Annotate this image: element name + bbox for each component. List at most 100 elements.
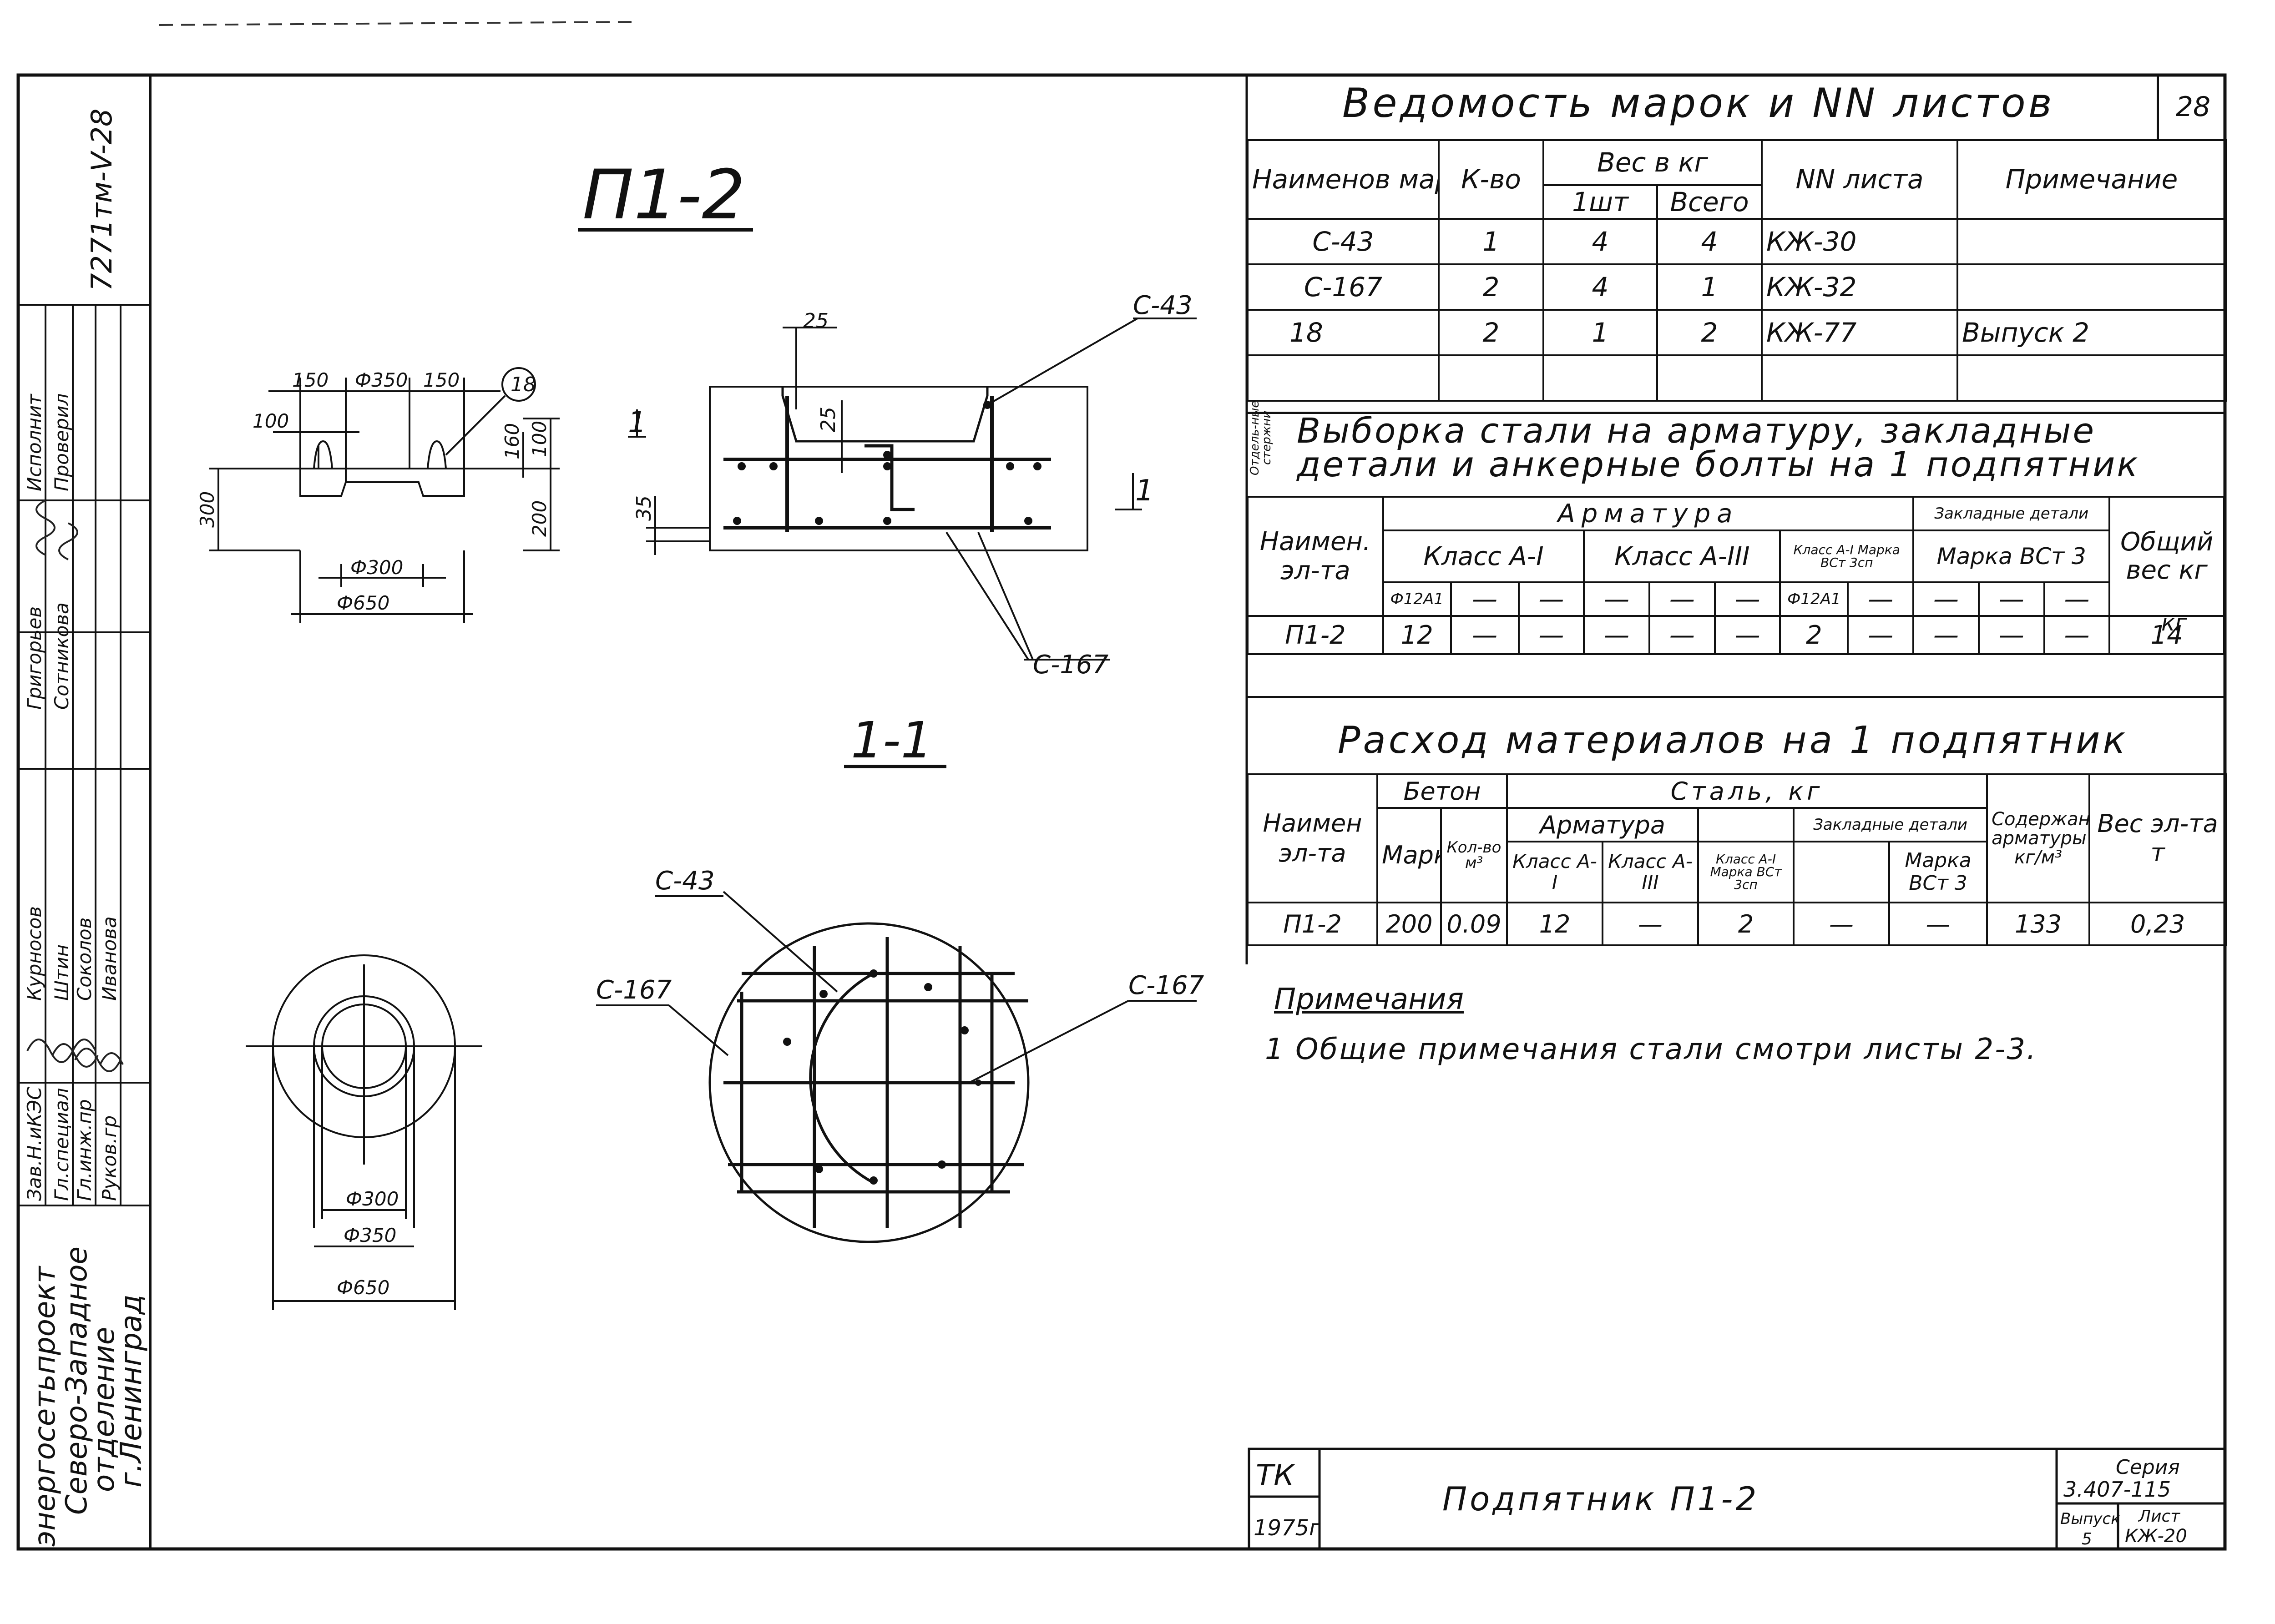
table1-title: Ведомость марок и NN листов [1342,80,2055,126]
stamp-tk: ТК [1256,1459,1295,1493]
dim-25-mid: 25 [817,407,840,432]
dim-35: 35 [632,495,656,521]
dim-160: 160 [501,423,523,459]
stamp-name: Подпятник П1-2 [1442,1480,1759,1518]
table3: Наимен эл-та Бетон Сталь, кг Содержание … [1247,773,2227,946]
dim-300: 300 [196,491,218,528]
dim-100-left: 100 [253,410,289,432]
signatures [26,499,124,1072]
t3-h-steel: Сталь, кг [1506,773,1988,809]
t3-h-mark: Марка [1376,807,1442,903]
t2-h-classMix: Класс А-I Марка ВСт 3сп [1779,530,1915,583]
stamp-issue: 5 [2082,1530,2092,1548]
dim-100-right: 100 [528,421,551,457]
t1-h-sheet: NN листа [1761,139,1958,220]
t2-h-embedded: Закладные детали [1912,496,2111,531]
section-plan-labels: С-43 С-167 С-167 [596,866,1204,1005]
section-labels: 25 25 35 1 1 С-43 С-167 [628,291,1193,680]
t1-h-weight: Вес в кг [1542,139,1763,186]
t2-h-f12a: Ф12А1 [1382,581,1452,617]
staff-name-3: Курносов [23,906,46,1001]
drawing-title: П1-2 [582,156,745,235]
callout-c167-section: С-167 [1033,650,1109,680]
cut-mark-left: 1 [628,406,647,439]
org-line-3: отделение [87,1327,121,1492]
dim-25-top: 25 [803,309,829,333]
table-row: П1-2 12—— ——— 2— ——— 14 [1247,615,2225,655]
staff-name-4: Штин [51,944,73,1001]
notes-heading: Примечания [1274,983,1464,1016]
t3-h-beton: Бетон [1376,773,1508,809]
t1-h-total: Всего [1656,184,1763,220]
staff-name-1: Григорьев [23,606,46,710]
title-block-text: ТК 1975г Подпятник П1-2 Серия 3.407-115 … [1254,1456,2187,1548]
table1: Наименов марок К-во Вес в кг NN листа Пр… [1247,139,2227,402]
notes-item-1: 1 Общие примечания стали смотри листы 2-… [1265,1033,2037,1066]
table3-title: Расход материалов на 1 подпятник [1338,719,2128,762]
staff-role-1: Исполнит [23,393,46,491]
t2-h-kg: кг [2161,610,2187,636]
dim-d300-elev: Ф300 [350,556,403,579]
callout-c43-plan: С-43 [655,866,715,896]
staff-name-5: Соколов [73,918,96,1001]
section-view [628,318,1197,661]
dim-150-left: 150 [292,369,329,391]
item-mark-18: 18 [511,373,536,396]
table3-top-rule [1247,696,2225,698]
org-line-4: г.Ленинград [115,1295,148,1488]
staff-role-4: Гл.специал [51,1088,73,1201]
table2-title: Выборка стали на арматуру, закладные дет… [1297,410,2140,484]
cut-mark-right: 1 [1135,474,1154,508]
t3-h-armatura: Арматура [1506,807,1699,842]
stamp-sheet-label: Лист [2138,1507,2180,1526]
org-name: энергосетьпроект [28,1266,62,1547]
callout-c167-plan-right: С-167 [1128,971,1204,1000]
section-rebar-dots [733,401,1041,525]
sidebar-org: энергосетьпроект Северо-Западное отделен… [28,1246,148,1547]
t2-h-mark: Марка ВСт 3 [1912,530,2111,583]
stamp-series: 3.407-115 [2063,1477,2171,1502]
plan-view [246,954,482,1310]
stamp-year: 1975г [1254,1515,1321,1541]
stamp-sheet: КЖ-20 [2125,1526,2187,1547]
t3-h-content: Содержание арматуры кг/м³ [1986,773,2091,903]
section-plan-view [596,891,1197,1243]
staff-role-2: Проверил [51,393,73,491]
staff-name-6: Иванова [98,916,121,1001]
callout-c43-section: С-43 [1133,291,1193,320]
scan-artifact [159,21,637,26]
elevation-view [209,367,560,623]
dim-d650-elev: Ф650 [337,592,389,614]
t3-h-vol: Кол-во м³ [1440,807,1508,903]
t1-h-name: Наименов марок [1247,139,1440,220]
t2-h-armatura: Арматура [1382,496,1915,531]
stamp-issue-label: Выпуск [2060,1510,2120,1528]
staff-role-5: Гл.инж.пр [73,1099,96,1201]
table1-sheet-no: 28 [2157,75,2227,139]
t1-side-label: Отдель-ные стержни [1248,400,1274,475]
dim-150-right: 150 [423,369,460,391]
t2-h-classAI: Класс А-I [1382,530,1585,583]
dim-200: 200 [528,500,551,537]
t3-h-classAIII: Класс А-III [1602,841,1699,903]
t3-h-embedded: Закладные детали [1793,807,1988,842]
plan-dims: Ф300 Ф350 Ф650 [337,1188,399,1299]
staff-role-3: Зав.Н.иКЭС [23,1086,46,1201]
t1-h-note: Примечание [1956,139,2227,220]
t3-h-classMix: Класс А-I Марка ВСт 3сп [1697,841,1795,903]
table2: Наимен. эл-та Арматура Закладные детали … [1247,496,2225,655]
doc-code: 7271тм-V-28 [85,109,118,291]
t2-h-total: Общий вес кг [2108,496,2225,617]
dim-d650-plan: Ф650 [337,1276,389,1299]
t1-h-per: 1шт [1542,184,1658,220]
t3-h-weight: Вес эл-та т [2088,773,2227,903]
t1-h-qty: К-во [1438,139,1544,220]
t3-h-classAI: Класс А-I [1506,841,1604,903]
dim-d300-plan: Ф300 [346,1188,399,1210]
